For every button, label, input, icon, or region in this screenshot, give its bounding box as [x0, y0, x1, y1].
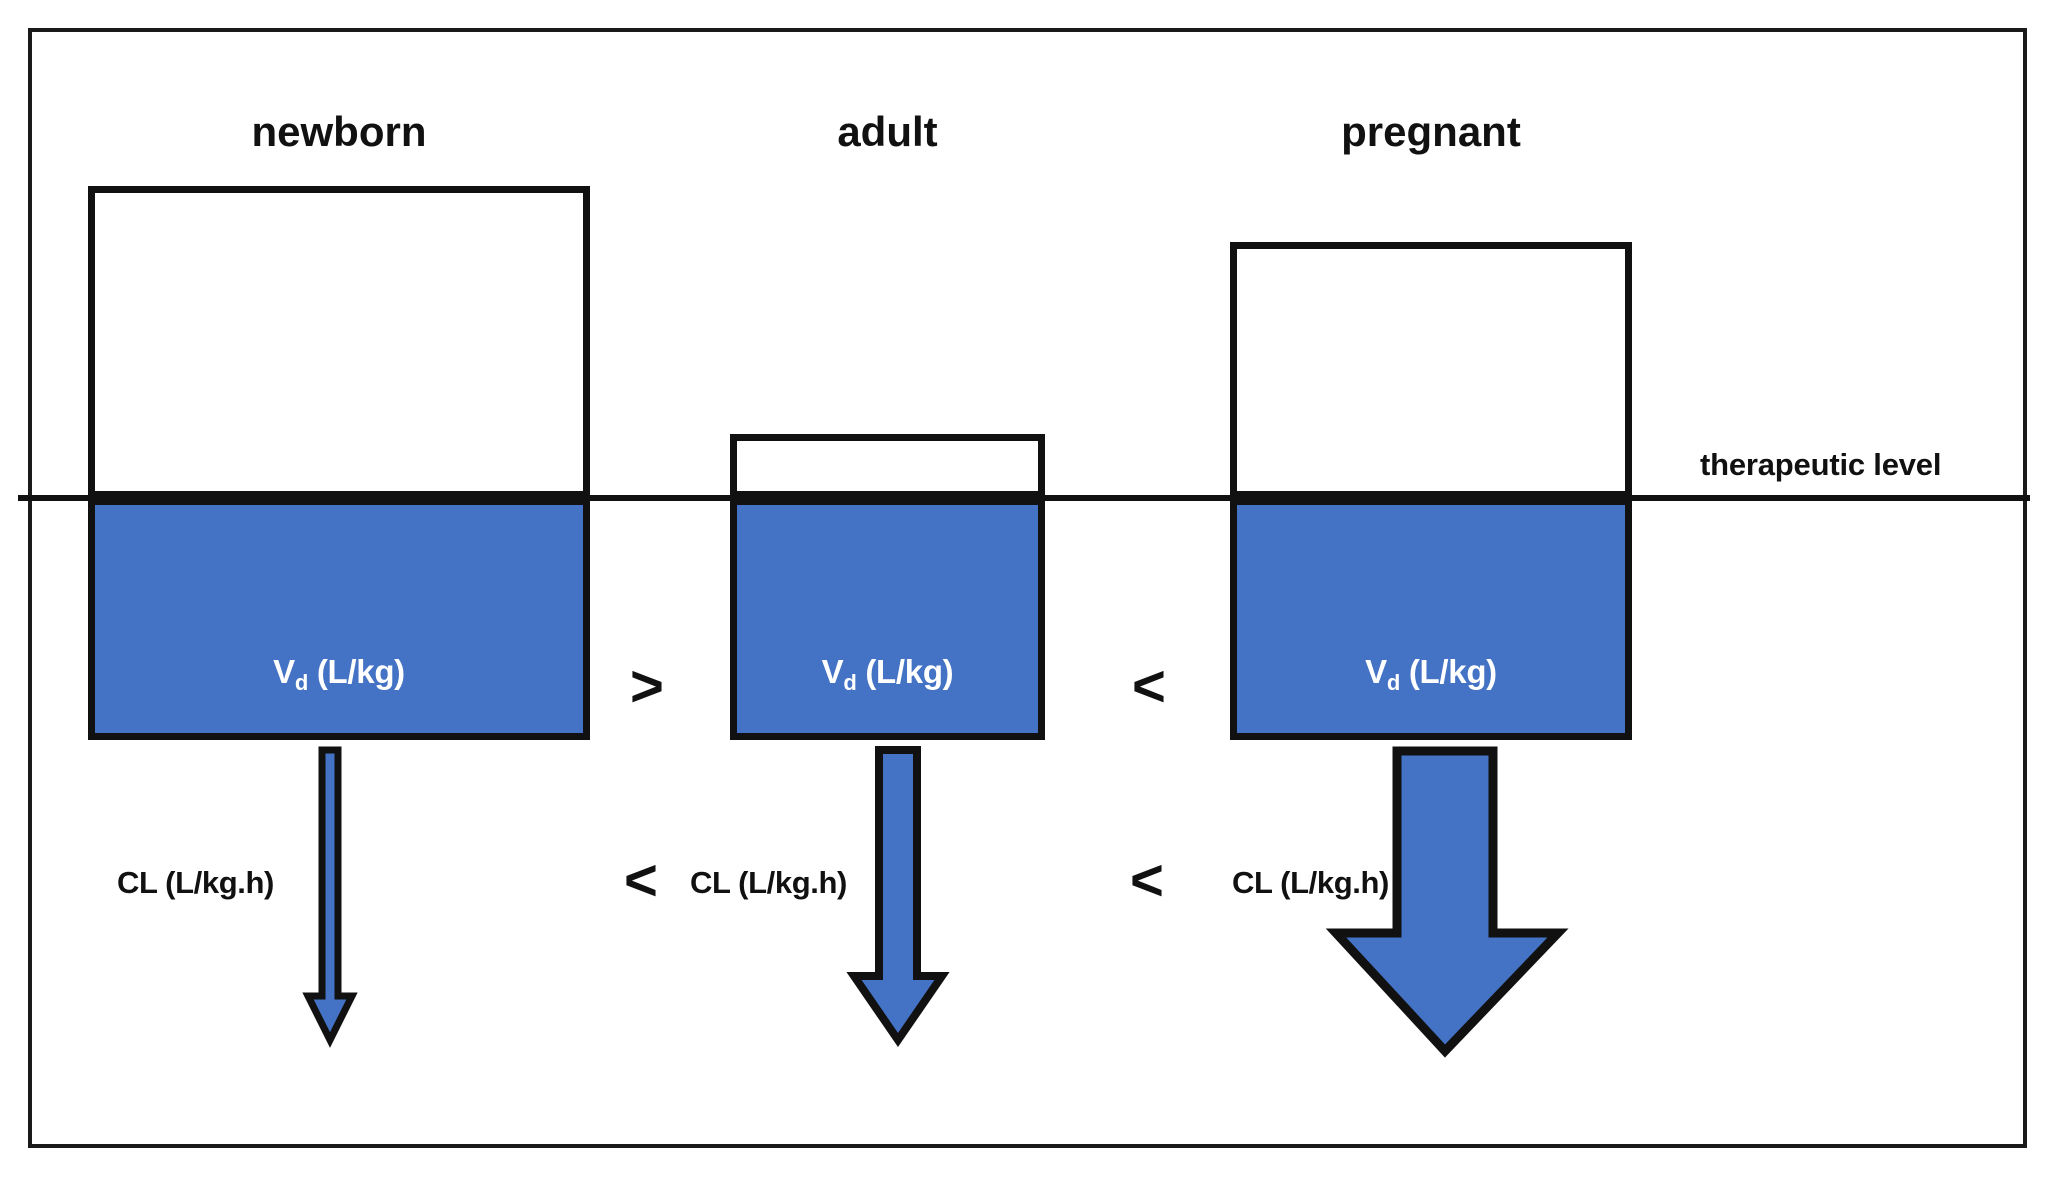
vd-box-adult-above — [730, 434, 1045, 498]
vd-label-pregnant: Vd (L/kg) — [1365, 653, 1497, 695]
vd-box-pregnant-fill: Vd (L/kg) — [1230, 498, 1632, 740]
clearance-arrow-adult — [846, 746, 950, 1048]
vd-box-newborn-above — [88, 186, 590, 498]
clearance-arrow-pregnant — [1325, 746, 1569, 1058]
vd-label-newborn: Vd (L/kg) — [273, 653, 405, 695]
vd-box-adult-fill: Vd (L/kg) — [730, 498, 1045, 740]
vd-box-newborn-fill: Vd (L/kg) — [88, 498, 590, 740]
cl-label-adult: CL (L/kg.h) — [690, 865, 847, 900]
figure-border — [28, 28, 2027, 1148]
cl-label-newborn: CL (L/kg.h) — [117, 865, 274, 900]
operator-vd-adult-pregnant: < — [1132, 654, 1166, 719]
operator-vd-newborn-adult: > — [630, 654, 664, 719]
operator-cl-newborn-adult: < — [624, 848, 658, 913]
operator-cl-adult-pregnant: < — [1130, 848, 1164, 913]
clearance-arrow-newborn — [302, 746, 358, 1048]
column-title-pregnant: pregnant — [1341, 108, 1521, 155]
column-title-adult: adult — [837, 108, 938, 155]
vd-label-adult: Vd (L/kg) — [821, 653, 954, 695]
cl-label-pregnant: CL (L/kg.h) — [1232, 865, 1389, 900]
vd-box-pregnant-above — [1230, 242, 1632, 498]
therapeutic-level-label: therapeutic level — [1700, 447, 1942, 482]
column-title-newborn: newborn — [251, 108, 427, 155]
